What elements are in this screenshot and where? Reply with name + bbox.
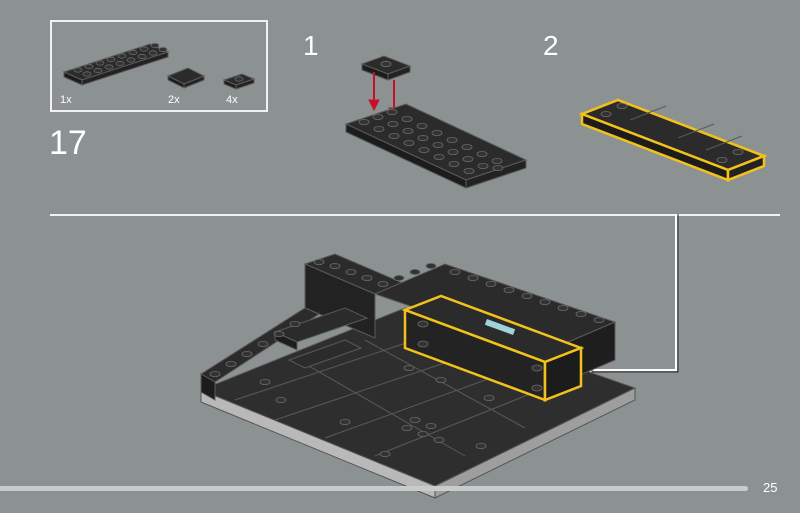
substep-1-illustration <box>344 55 528 189</box>
section-divider <box>50 214 780 216</box>
parts-list-box <box>50 20 268 112</box>
part-tile-2x2-image <box>166 67 206 89</box>
part-qty-plate: 1x <box>60 94 72 106</box>
part-qty-tile: 2x <box>168 94 180 106</box>
part-jumper-plate-image <box>222 73 256 90</box>
part-plate-2x8-image <box>62 42 170 86</box>
page-progress-bar <box>0 486 748 491</box>
substep-2-illustration <box>578 98 768 182</box>
part-qty-jumper: 4x <box>226 94 238 106</box>
main-assembly-illustration <box>199 253 637 499</box>
substep-label-1: 1 <box>303 30 319 61</box>
page-number: 25 <box>763 480 778 495</box>
step-number: 17 <box>49 124 87 162</box>
substep-label-2: 2 <box>543 30 559 61</box>
